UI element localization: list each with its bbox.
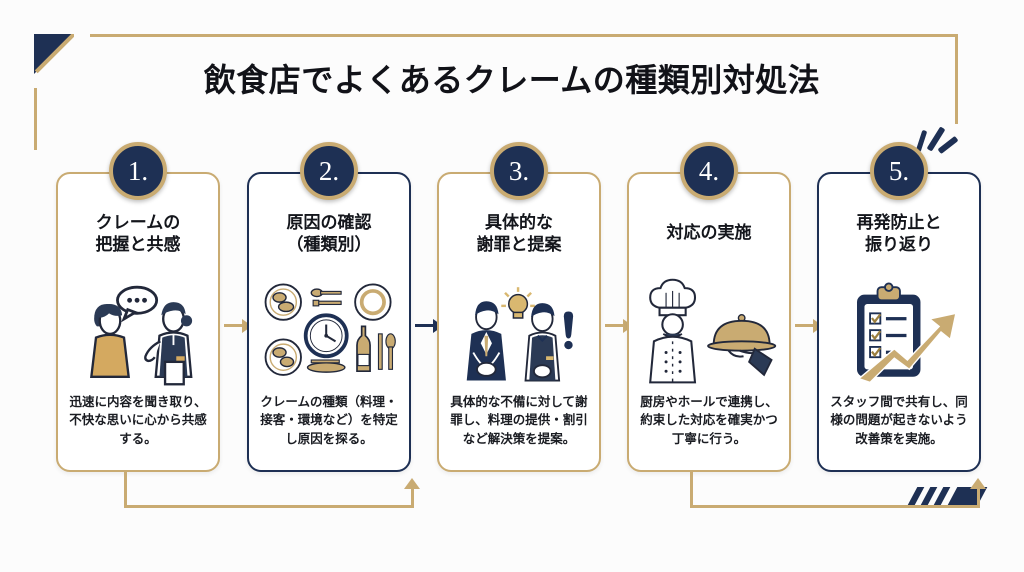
connector-path-3-to-5 bbox=[690, 472, 986, 522]
page-title: 飲食店でよくあるクレームの種類別対処法 bbox=[203, 62, 821, 98]
step-heading-line-2: 把握と共感 bbox=[95, 234, 181, 254]
step-number-badge-2: 2. bbox=[300, 142, 358, 200]
step-card-4[interactable]: 4. 対応の実施 bbox=[627, 142, 791, 472]
step-heading-line-1: 対応の実施 bbox=[666, 223, 752, 242]
step-heading-line-1: 再発防止と bbox=[856, 213, 942, 232]
step-heading-line-2: （種類別） bbox=[286, 234, 372, 254]
step-number-badge-4: 4. bbox=[680, 142, 738, 200]
frame-top-line bbox=[90, 34, 958, 37]
food-plates-cutlery-clock-icon bbox=[259, 276, 399, 388]
step-heading-line-2: 振り返り bbox=[865, 234, 933, 254]
bowing-staff-apology-icon bbox=[449, 276, 589, 388]
step-description-2: クレームの種類（料理・接客・環境など）を特定し原因を探る。 bbox=[260, 394, 398, 446]
step-heading-line-1: 具体的な bbox=[485, 213, 553, 232]
step-card-5[interactable]: 5. 再発防止と 振り返り bbox=[817, 142, 981, 472]
step-heading-2: 原因の確認 （種類別） bbox=[257, 212, 401, 256]
clipboard-checklist-growth-arrow-icon bbox=[829, 276, 969, 388]
step-heading-line-1: 原因の確認 bbox=[286, 213, 372, 232]
step-description-5: スタッフ間で共有し、同様の問題が起きないよう改善策を実施。 bbox=[830, 394, 968, 446]
top-left-corner-decoration bbox=[34, 34, 74, 74]
customer-and-staff-conversation-icon bbox=[68, 276, 208, 388]
frame-right-line bbox=[955, 34, 958, 124]
step-heading-4: 対応の実施 bbox=[637, 222, 781, 244]
step-card-3[interactable]: 3. 具体的な 謝罪と提案 bbox=[437, 142, 601, 472]
step-heading-3: 具体的な 謝罪と提案 bbox=[447, 212, 591, 256]
step-number-badge-3: 3. bbox=[490, 142, 548, 200]
connector-path-1-to-3 bbox=[124, 472, 420, 522]
step-description-4: 厨房やホールで連携し、約束した対応を確実かつ丁寧に行う。 bbox=[640, 394, 778, 446]
frame-left-line bbox=[34, 88, 37, 150]
step-heading-line-1: クレームの bbox=[95, 213, 181, 232]
step-number-badge-1: 1. bbox=[109, 142, 167, 200]
chef-with-cloche-icon bbox=[639, 276, 779, 388]
step-card-2[interactable]: 2. 原因の確認 （種類別） bbox=[247, 142, 411, 472]
step-card-1[interactable]: 1. クレームの 把握と共感 bbox=[56, 142, 220, 472]
step-heading-line-2: 謝罪と提案 bbox=[476, 234, 562, 254]
step-description-3: 具体的な不備に対して謝罪し、料理の提供・割引など解決策を提案。 bbox=[450, 394, 588, 446]
step-heading-5: 再発防止と 振り返り bbox=[827, 212, 971, 256]
step-number-badge-5: 5. bbox=[870, 142, 928, 200]
step-description-1: 迅速に内容を聞き取り、不快な思いに心から共感する。 bbox=[69, 394, 207, 446]
step-heading-1: クレームの 把握と共感 bbox=[66, 212, 210, 256]
